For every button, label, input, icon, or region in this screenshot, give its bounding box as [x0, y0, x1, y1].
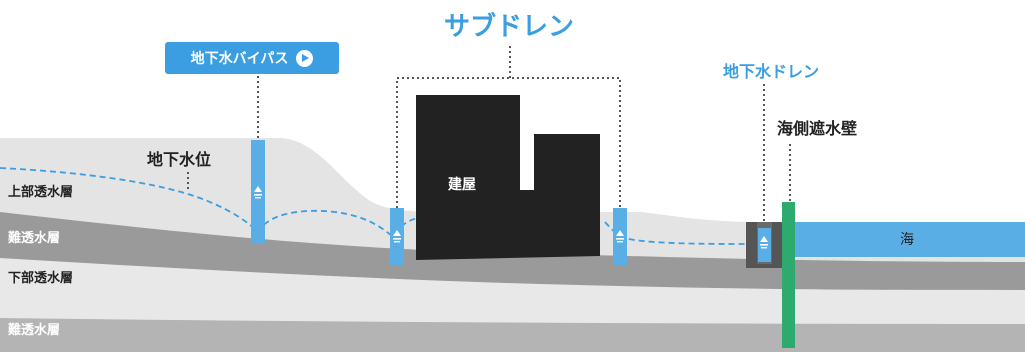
- subdrain-title: サブドレン: [444, 12, 575, 42]
- leader-lines: [187, 46, 791, 226]
- seaside-impermeable-wall: [782, 202, 795, 348]
- groundwater-level-label: 地下水位: [147, 150, 212, 169]
- lower-permeable-layer-label: 下部透水層: [8, 271, 74, 286]
- building: [416, 95, 600, 260]
- upper-permeable-layer-label: 上部透水層: [8, 185, 74, 200]
- low-permeable-layer-lower: [0, 318, 1025, 352]
- bypass-button-label: 地下水バイパス: [190, 51, 289, 67]
- water-level-triangle-icon: [254, 186, 768, 249]
- subdrain-well-right: [613, 208, 627, 266]
- low-permeable-layer-label-lower: 難透水層: [8, 323, 61, 338]
- sea: [788, 222, 1025, 257]
- subdrain-well-left: [390, 208, 404, 266]
- sea-label: 海: [900, 232, 914, 248]
- building-label: 建屋: [448, 177, 476, 193]
- groundwater-bypass-button[interactable]: 地下水バイパス: [165, 42, 339, 74]
- play-circle-icon: [296, 49, 314, 67]
- seaside-wall-label: 海側遮水壁: [777, 119, 858, 138]
- groundwater-drain-label: 地下水ドレン: [723, 62, 820, 81]
- low-permeable-layer-label-upper: 難透水層: [8, 231, 61, 246]
